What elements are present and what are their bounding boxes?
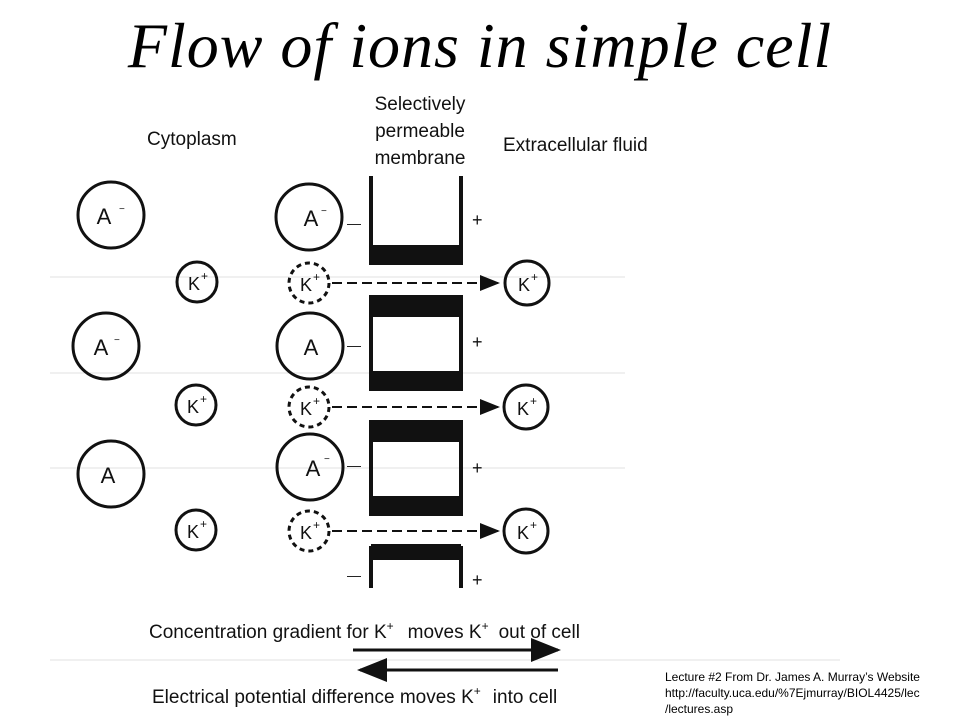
potassium-charge: + <box>200 517 207 531</box>
potassium-charge: + <box>530 394 537 408</box>
membrane-charges: — + — + — + — + <box>347 210 483 590</box>
outside-charge-1: + <box>472 210 483 230</box>
potassium-channel-1: K + <box>287 261 331 305</box>
anion-charge: − <box>114 335 120 346</box>
anion-membrane-1: A − <box>274 182 344 252</box>
membrane-label-line2: permeable <box>375 121 465 142</box>
potassium-cytoplasm-1: K + <box>175 260 219 304</box>
credit-line-2: http://faculty.uca.edu/%7Ejmurray/BIOL44… <box>665 686 920 700</box>
outside-charge-2: + <box>472 332 483 352</box>
potassium-charge: + <box>313 518 320 532</box>
potassium-charge: + <box>530 518 537 532</box>
potassium-symbol: K <box>300 275 312 295</box>
credit-line-3: /lectures.asp <box>665 702 734 716</box>
potassium-cytoplasm-2: K + <box>174 383 218 427</box>
potassium-symbol: K <box>300 523 312 543</box>
anion-membrane-2: A <box>275 311 345 381</box>
anion-symbol: A <box>304 206 319 231</box>
membrane-segment-4 <box>369 544 463 588</box>
outside-charge-4: + <box>472 570 483 590</box>
potassium-symbol: K <box>517 399 529 419</box>
anion-symbol: A <box>306 456 321 481</box>
potassium-symbol: K <box>187 397 199 417</box>
potassium-symbol: K <box>517 523 529 543</box>
anion-cytoplasm-1: A − <box>76 180 146 250</box>
outside-charge-3: + <box>472 458 483 478</box>
potassium-extracellular-2: K + <box>502 383 550 431</box>
anion-symbol: A <box>304 335 319 360</box>
cytoplasm-label: Cytoplasm <box>147 129 237 150</box>
extracellular-fluid-label: Extracellular fluid <box>503 135 648 156</box>
anion-charge: − <box>321 206 327 217</box>
slide-title: Flow of ions in simple cell <box>127 10 833 81</box>
potassium-symbol: K <box>188 274 200 294</box>
membrane-label-line3: membrane <box>375 148 466 169</box>
potassium-symbol: K <box>300 399 312 419</box>
inside-charge-1: — <box>347 215 361 231</box>
potassium-symbol: K <box>518 275 530 295</box>
membrane-segment-3 <box>369 420 463 516</box>
electrical-potential-caption: Electrical potential difference moves K+… <box>152 684 557 708</box>
anion-charge: − <box>324 454 330 465</box>
inside-charge-3: — <box>347 457 361 473</box>
potassium-extracellular-3: K + <box>502 507 550 555</box>
potassium-symbol: K <box>187 522 199 542</box>
potassium-charge: + <box>313 270 320 284</box>
anion-cytoplasm-2: A − <box>71 311 141 381</box>
potassium-charge: + <box>200 392 207 406</box>
concentration-gradient-caption: Concentration gradient for K+moves K+out… <box>149 619 580 643</box>
potassium-extracellular-1: K + <box>503 259 551 307</box>
membrane-segment-1 <box>369 176 463 265</box>
source-credit: Lecture #2 From Dr. James A. Murray’s We… <box>665 669 957 717</box>
potassium-charge: + <box>313 394 320 408</box>
potassium-cytoplasm-3: K + <box>174 508 218 552</box>
anion-charge: − <box>119 204 125 215</box>
credit-line-1: Lecture #2 From Dr. James A. Murray’s We… <box>665 670 920 684</box>
anion-cytoplasm-3: A <box>76 439 146 509</box>
potassium-charge: + <box>531 270 538 284</box>
potassium-flow-arrows <box>332 275 500 539</box>
inside-charge-2: — <box>347 337 361 353</box>
anion-symbol: A <box>101 463 116 488</box>
inside-charge-4: — <box>347 567 361 583</box>
anion-membrane-3: A − <box>275 432 345 502</box>
potassium-channel-2: K + <box>287 385 331 429</box>
membrane-segment-2 <box>369 295 463 391</box>
anion-symbol: A <box>94 335 109 360</box>
anion-symbol: A <box>97 204 112 229</box>
faint-guide-lines <box>50 276 840 661</box>
potassium-channel-3: K + <box>287 509 331 553</box>
potassium-charge: + <box>201 269 208 283</box>
membrane-label-line1: Selectively <box>375 94 466 115</box>
